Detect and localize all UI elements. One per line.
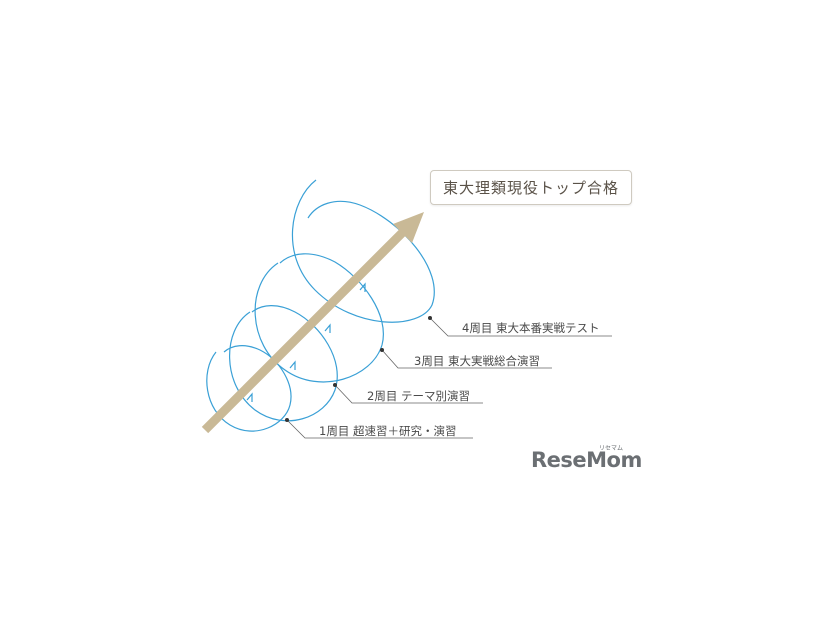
spiral-tick-icon (324, 323, 331, 333)
spiral (206, 179, 435, 432)
goal-box: 東大理類現役トップ合格 (430, 170, 632, 205)
spiral-loop-4 (291, 179, 435, 323)
spiral-tick-icon (246, 392, 253, 402)
cycle-label-1: 1周目 超速習＋研究・演習 (319, 424, 457, 438)
cycle-label-3: 3周目 東大実戦総合演習 (414, 354, 540, 368)
spiral-loop-3 (254, 253, 384, 383)
leader-dot (380, 348, 384, 352)
leader-dot (285, 418, 289, 422)
spiral-tick-icon (359, 282, 366, 292)
spiral-loop-1 (206, 345, 292, 432)
leader-dot (333, 383, 337, 387)
resemom-logo-ruby: リセマム (599, 445, 624, 452)
progress-arrow-shaft (201, 228, 407, 434)
cycle-label-4: 4周目 東大本番実戦テスト (462, 321, 600, 335)
leader-line-4 (429, 317, 612, 337)
goal-text: 東大理類現役トップ合格 (442, 179, 619, 197)
spiral-loop-2 (229, 305, 338, 422)
progress-arrow-head (393, 212, 424, 243)
spiral-tick-icon (289, 360, 296, 370)
leader-line-1 (286, 419, 473, 439)
leader-line-3 (381, 349, 552, 369)
leader-dot (428, 316, 432, 320)
resemom-logo: ReseMom (531, 448, 642, 472)
leader-line-2 (334, 384, 483, 404)
cycle-label-2: 2周目 テーマ別演習 (367, 389, 470, 403)
